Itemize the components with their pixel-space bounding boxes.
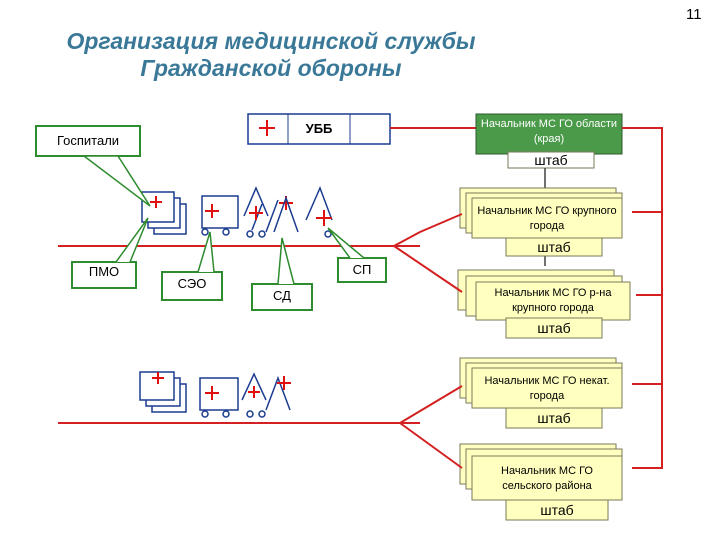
district-box-title: Начальник МС ГО р-на крупного города xyxy=(494,287,612,314)
page-number: 11 xyxy=(686,6,702,23)
noncat-box-title: Начальник МС ГО некат. города xyxy=(484,375,610,402)
noncat-box-stack xyxy=(459,357,623,409)
head-box-bg xyxy=(475,113,623,155)
ubb-cross-icon xyxy=(259,120,275,136)
callout-seo xyxy=(161,231,223,301)
tent-icon xyxy=(141,191,187,235)
city-box-title: Начальник МС ГО крупного города xyxy=(477,205,617,232)
page-title: Организация медицинской службы Гражданск… xyxy=(66,28,476,81)
label-seo: СЭО xyxy=(177,276,207,291)
rural-box-hq: штаб xyxy=(540,502,574,518)
vehicle-icon-2 xyxy=(199,377,239,418)
district-box-hq: штаб xyxy=(537,320,571,336)
callout-hospitals xyxy=(81,155,151,207)
city-box-stack xyxy=(459,187,623,239)
district-box-stack xyxy=(457,269,631,321)
fan-line-a xyxy=(393,213,463,247)
stretcher-icon-2 xyxy=(241,372,291,418)
head-box-hq: штаб xyxy=(534,152,568,168)
right-bracket xyxy=(622,127,663,469)
city-box-hq: штаб xyxy=(537,239,571,255)
label-pmo: ПМО xyxy=(88,264,120,279)
noncat-box-hq: штаб xyxy=(537,410,571,426)
fan-line-b xyxy=(399,385,463,424)
hospitals-box xyxy=(35,125,141,157)
callout-sp xyxy=(327,227,387,283)
rural-box-stack xyxy=(459,443,623,501)
vehicle-icon xyxy=(201,195,239,236)
callout-sd xyxy=(251,237,313,311)
callout-pmo xyxy=(71,217,149,289)
head-shtab-box xyxy=(507,151,595,169)
stretcher-icon xyxy=(243,186,299,238)
tent-icon-2 xyxy=(139,371,187,413)
head-box-title: Начальник МС ГО области (края) xyxy=(480,118,618,145)
rural-box-title: Начальник МС ГО сельского района xyxy=(501,465,593,492)
label-sp: СП xyxy=(352,262,372,277)
label-hospitals: Госпитали xyxy=(56,133,120,148)
label-ubb: УББ xyxy=(305,121,333,136)
sp-icon xyxy=(305,186,333,238)
label-sd: СД xyxy=(273,288,291,303)
